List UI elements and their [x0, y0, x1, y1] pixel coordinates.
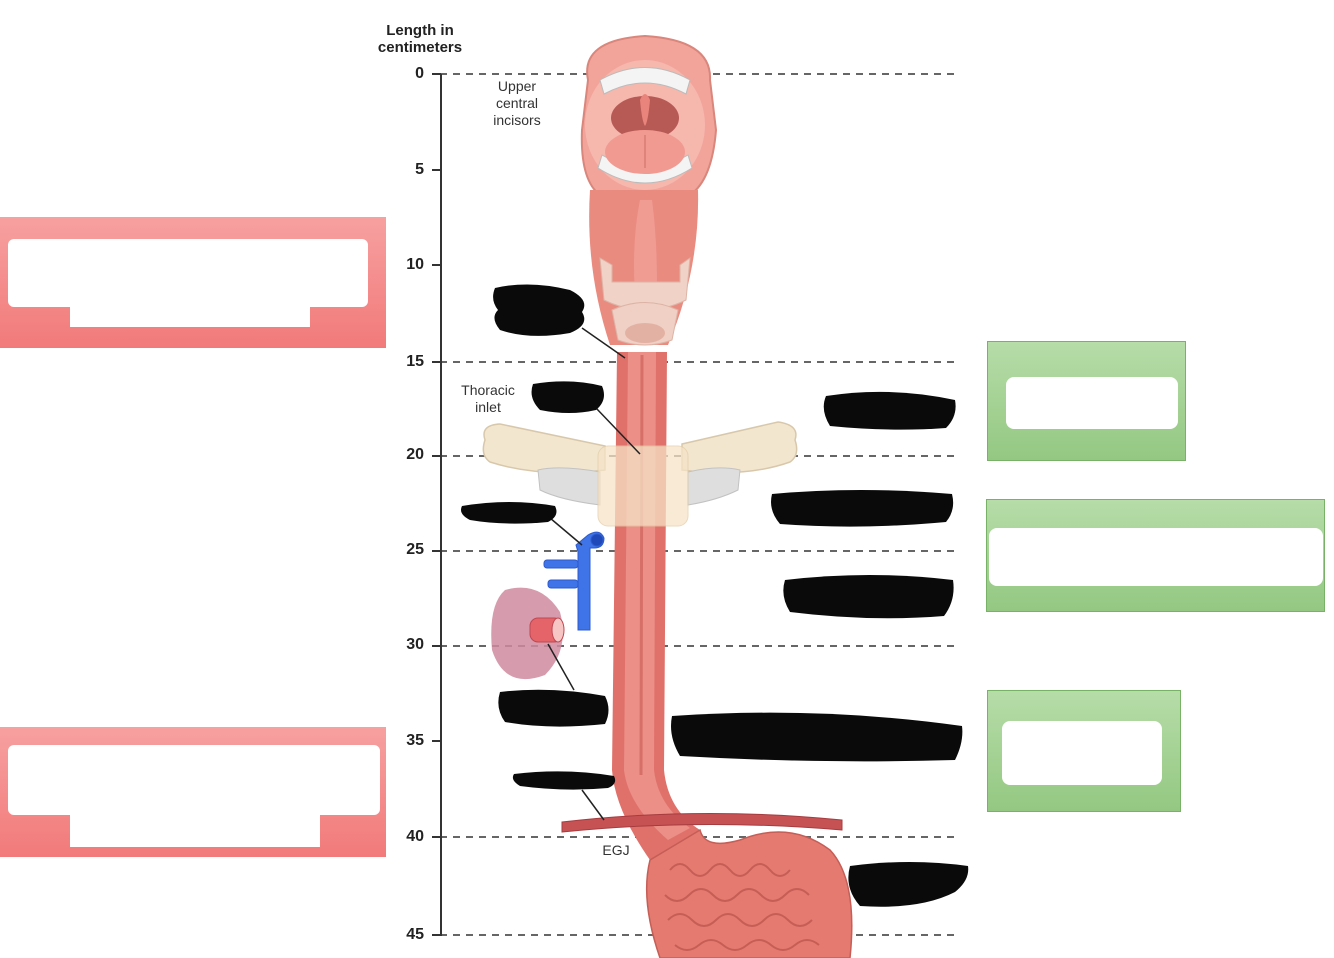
- thoracic-line1: Thoracic: [461, 382, 515, 398]
- incisors-line2: central: [495, 95, 539, 111]
- azygos-vein: [543, 531, 605, 631]
- answer-box-green-2-blank: [989, 528, 1323, 586]
- reference-lines: [440, 73, 955, 936]
- thoracic-line2: inlet: [475, 399, 501, 415]
- tick-label-45: 45: [406, 926, 424, 943]
- incisors-line1: Upper: [497, 78, 537, 94]
- mouth: [580, 34, 718, 196]
- redaction-2: [531, 381, 604, 413]
- answer-box-red-1[interactable]: [0, 217, 386, 348]
- length-axis: [432, 73, 442, 936]
- larynx: [599, 256, 691, 346]
- tick-label-25: 25: [406, 541, 424, 558]
- redaction-1: [493, 284, 585, 336]
- tick-label-40: 40: [406, 828, 424, 845]
- redaction-10: [848, 862, 969, 907]
- redaction-9: [512, 771, 616, 790]
- answer-box-red-2[interactable]: [0, 727, 386, 857]
- redaction-4: [461, 502, 557, 524]
- redaction-marks: [461, 284, 969, 907]
- tick-label-0: 0: [415, 65, 424, 82]
- stomach: [645, 828, 853, 958]
- tick-label-10: 10: [406, 256, 424, 273]
- tick-label-5: 5: [415, 161, 424, 178]
- axis-title-line1: Length in: [386, 22, 454, 39]
- diaphragm: [561, 812, 843, 833]
- redaction-3: [823, 391, 956, 430]
- answer-box-green-2[interactable]: [986, 499, 1325, 612]
- axis-title: Length in centimeters: [358, 22, 482, 56]
- tick-label-20: 20: [406, 446, 424, 463]
- redaction-8: [671, 712, 963, 762]
- tick-label-30: 30: [406, 636, 424, 653]
- answer-box-green-3[interactable]: [987, 690, 1181, 812]
- answer-box-green-1[interactable]: [987, 341, 1186, 461]
- answer-box-green-1-blank: [1006, 377, 1178, 429]
- tick-label-15: 15: [406, 353, 424, 370]
- redaction-7: [498, 689, 609, 727]
- axis-title-line2: centimeters: [377, 39, 463, 56]
- egj-label: EGJ: [602, 842, 630, 858]
- redaction-5: [771, 490, 954, 527]
- leader-lines: [547, 327, 641, 821]
- tick-label-35: 35: [406, 732, 424, 749]
- incisors-label: Upper central incisors: [480, 78, 554, 129]
- clavicles: [482, 421, 798, 527]
- aortic-arch: [491, 587, 565, 680]
- incisors-line3: incisors: [493, 112, 541, 128]
- thoracic-inlet-label: Thoracic inlet: [448, 382, 528, 416]
- redaction-6: [783, 575, 954, 619]
- answer-box-green-3-blank: [1002, 721, 1162, 785]
